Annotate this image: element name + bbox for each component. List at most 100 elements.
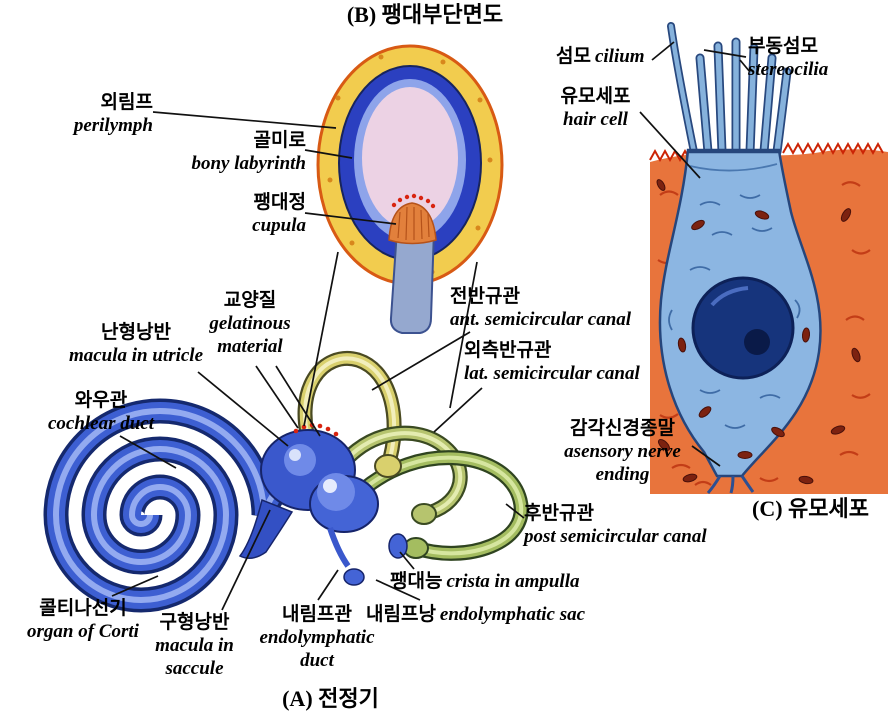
leader-gelatinous-2 (275, 365, 321, 437)
label-gelatinous-material-ko: 교양질 (223, 290, 277, 311)
leader-stereocilia-1 (703, 49, 747, 58)
label-post-semicircular-canal-ko: 후반규관 (524, 503, 594, 524)
endolymph-space (362, 87, 458, 229)
label-cupula-ko: 팽대정 (253, 192, 306, 213)
leader-lines (111, 41, 751, 611)
label-gelatinous-material-en: gelatinous material (209, 312, 291, 357)
nucleus (691, 276, 795, 380)
label-lat-semicircular-canal-ko: 외측반규관 (464, 340, 552, 361)
label-hair-cell-ko: 유모세포 (560, 86, 631, 107)
posterior-canal (352, 450, 529, 561)
label-bony-labyrinth-ko: 골미로 (253, 130, 306, 151)
label-endolymphatic-sac-ko: 내림프낭 (366, 604, 436, 625)
endolymphatic-duct-shape (327, 527, 351, 568)
label-endolymphatic-sac: 내림프낭 endolymphatic sac (366, 604, 585, 627)
stereocilia-bundle (667, 22, 792, 157)
label-organ-of-corti-ko: 콜티나선기 (39, 598, 127, 619)
ampulla-anterior (374, 454, 402, 478)
vestibular-apparatus-art (43, 351, 529, 613)
leader-stereocilia-2 (739, 59, 751, 73)
mitochondria (656, 179, 861, 485)
hair-cell-art (649, 22, 888, 494)
leader-nerve-ending (691, 445, 721, 467)
label-cilium-ko: 섬모 (556, 46, 591, 67)
label-bony-labyrinth-en: bony labyrinth (191, 152, 306, 174)
label-crista-in-ampulla-en: crista in ampulla (446, 571, 580, 592)
leader-perilymph (152, 111, 337, 129)
label-cupula-en: cupula (252, 214, 306, 236)
label-hair-cell-en: hair cell (563, 108, 628, 130)
leader-cupula (304, 212, 397, 225)
label-perilymph-en: perilymph (73, 114, 153, 136)
ampulla-lateral (411, 503, 437, 525)
tissue-texture (657, 181, 871, 486)
crista-shape (388, 533, 408, 559)
label-sensory-nerve-ending-en: asensory nerve ending (564, 440, 681, 485)
label-sensory-nerve-ending: 감각신경종말 asensory nerve ending (550, 418, 695, 486)
label-organ-of-corti: 콜티나선기 organ of Corti (14, 598, 152, 644)
leader-cochlear-duct (119, 435, 177, 469)
label-endolymphatic-sac-en: endolymphatic sac (439, 604, 586, 625)
label-cochlear-duct: 와우관 cochlear duct (33, 390, 169, 436)
leader-gelatinous-1 (255, 365, 299, 429)
label-macula-in-utricle-en: macula in utricle (68, 344, 204, 366)
panel-c-title: (C) 유모세포 (752, 496, 870, 521)
organelles (668, 194, 801, 429)
anterior-canal (297, 351, 402, 468)
label-stereocilia-ko: 부동섬모 (748, 36, 818, 57)
label-organ-of-corti-en: organ of Corti (27, 620, 139, 642)
label-cilium-en: cilium (594, 46, 645, 67)
label-macula-in-utricle-ko: 난형낭반 (101, 322, 171, 343)
label-macula-in-saccule-ko: 구형낭반 (159, 612, 230, 633)
endolymphatic-sac-shape (343, 568, 365, 586)
leader-ant-canal (371, 331, 471, 391)
label-endolymphatic-duct-ko: 내림프관 (282, 604, 352, 625)
label-endolymphatic-duct-en: endolymphatic duct (259, 626, 375, 671)
label-ant-semicircular-canal-ko: 전반규관 (450, 286, 520, 307)
label-perilymph-ko: 외림프 (100, 92, 153, 113)
label-perilymph: 외림프 perilymph (25, 92, 153, 138)
label-cochlear-duct-ko: 와우관 (74, 390, 128, 411)
label-macula-in-saccule-en: macula in saccule (155, 634, 234, 679)
leader-endo-sac (375, 579, 421, 601)
leader-organ-of-corti (111, 575, 159, 597)
leader-post-canal (505, 503, 525, 519)
lateral-canal (325, 425, 468, 522)
label-cupula: 팽대정 cupula (178, 192, 306, 238)
section-line-left (303, 251, 339, 427)
leader-hair-cell (639, 111, 701, 179)
leader-bony-labyrinth (304, 149, 353, 159)
panel-b-title: (B) 팽대부단면도 (346, 2, 504, 27)
leader-macula-utricle (197, 371, 289, 447)
label-endolymphatic-duct: 내림프관 endolymphatic duct (250, 604, 384, 672)
cupula-shape (388, 202, 437, 245)
label-bony-labyrinth: 골미로 bony labyrinth (148, 130, 306, 176)
nerve-fibers (706, 475, 755, 494)
leader-cilium (651, 41, 675, 61)
nerve-stalk (389, 229, 436, 334)
label-stereocilia: 부동섬모 stereocilia (748, 36, 878, 82)
saccule (284, 444, 316, 476)
label-ant-semicircular-canal: 전반규관 ant. semicircular canal (450, 286, 675, 332)
label-lat-semicircular-canal: 외측반규관 lat. semicircular canal (464, 340, 689, 386)
label-gelatinous-material: 교양질 gelatinous material (194, 290, 306, 358)
cochlea-spiral (43, 398, 300, 613)
label-macula-in-utricle: 난형낭반 macula in utricle (52, 322, 220, 368)
nucleolus (744, 329, 770, 355)
label-cilium: 섬모 cilium (556, 46, 645, 69)
leader-crista (399, 551, 415, 570)
leader-endo-duct (317, 569, 339, 601)
label-cochlear-duct-en: cochlear duct (47, 412, 155, 434)
label-hair-cell: 유모세포 hair cell (543, 86, 648, 132)
leader-macula-saccule (221, 509, 271, 611)
ampulla-cross-section-art (316, 44, 504, 334)
label-ant-semicircular-canal-en: ant. semicircular canal (450, 308, 632, 330)
leader-lat-canal (433, 387, 483, 433)
label-crista-in-ampulla: 팽대능 crista in ampulla (390, 571, 579, 594)
panel-a-title: (A) 전정기 (282, 686, 379, 711)
label-crista-in-ampulla-ko: 팽대능 (390, 571, 443, 592)
label-post-semicircular-canal: 후반규관 post semicircular canal (524, 503, 754, 549)
label-lat-semicircular-canal-en: lat. semicircular canal (464, 362, 640, 384)
